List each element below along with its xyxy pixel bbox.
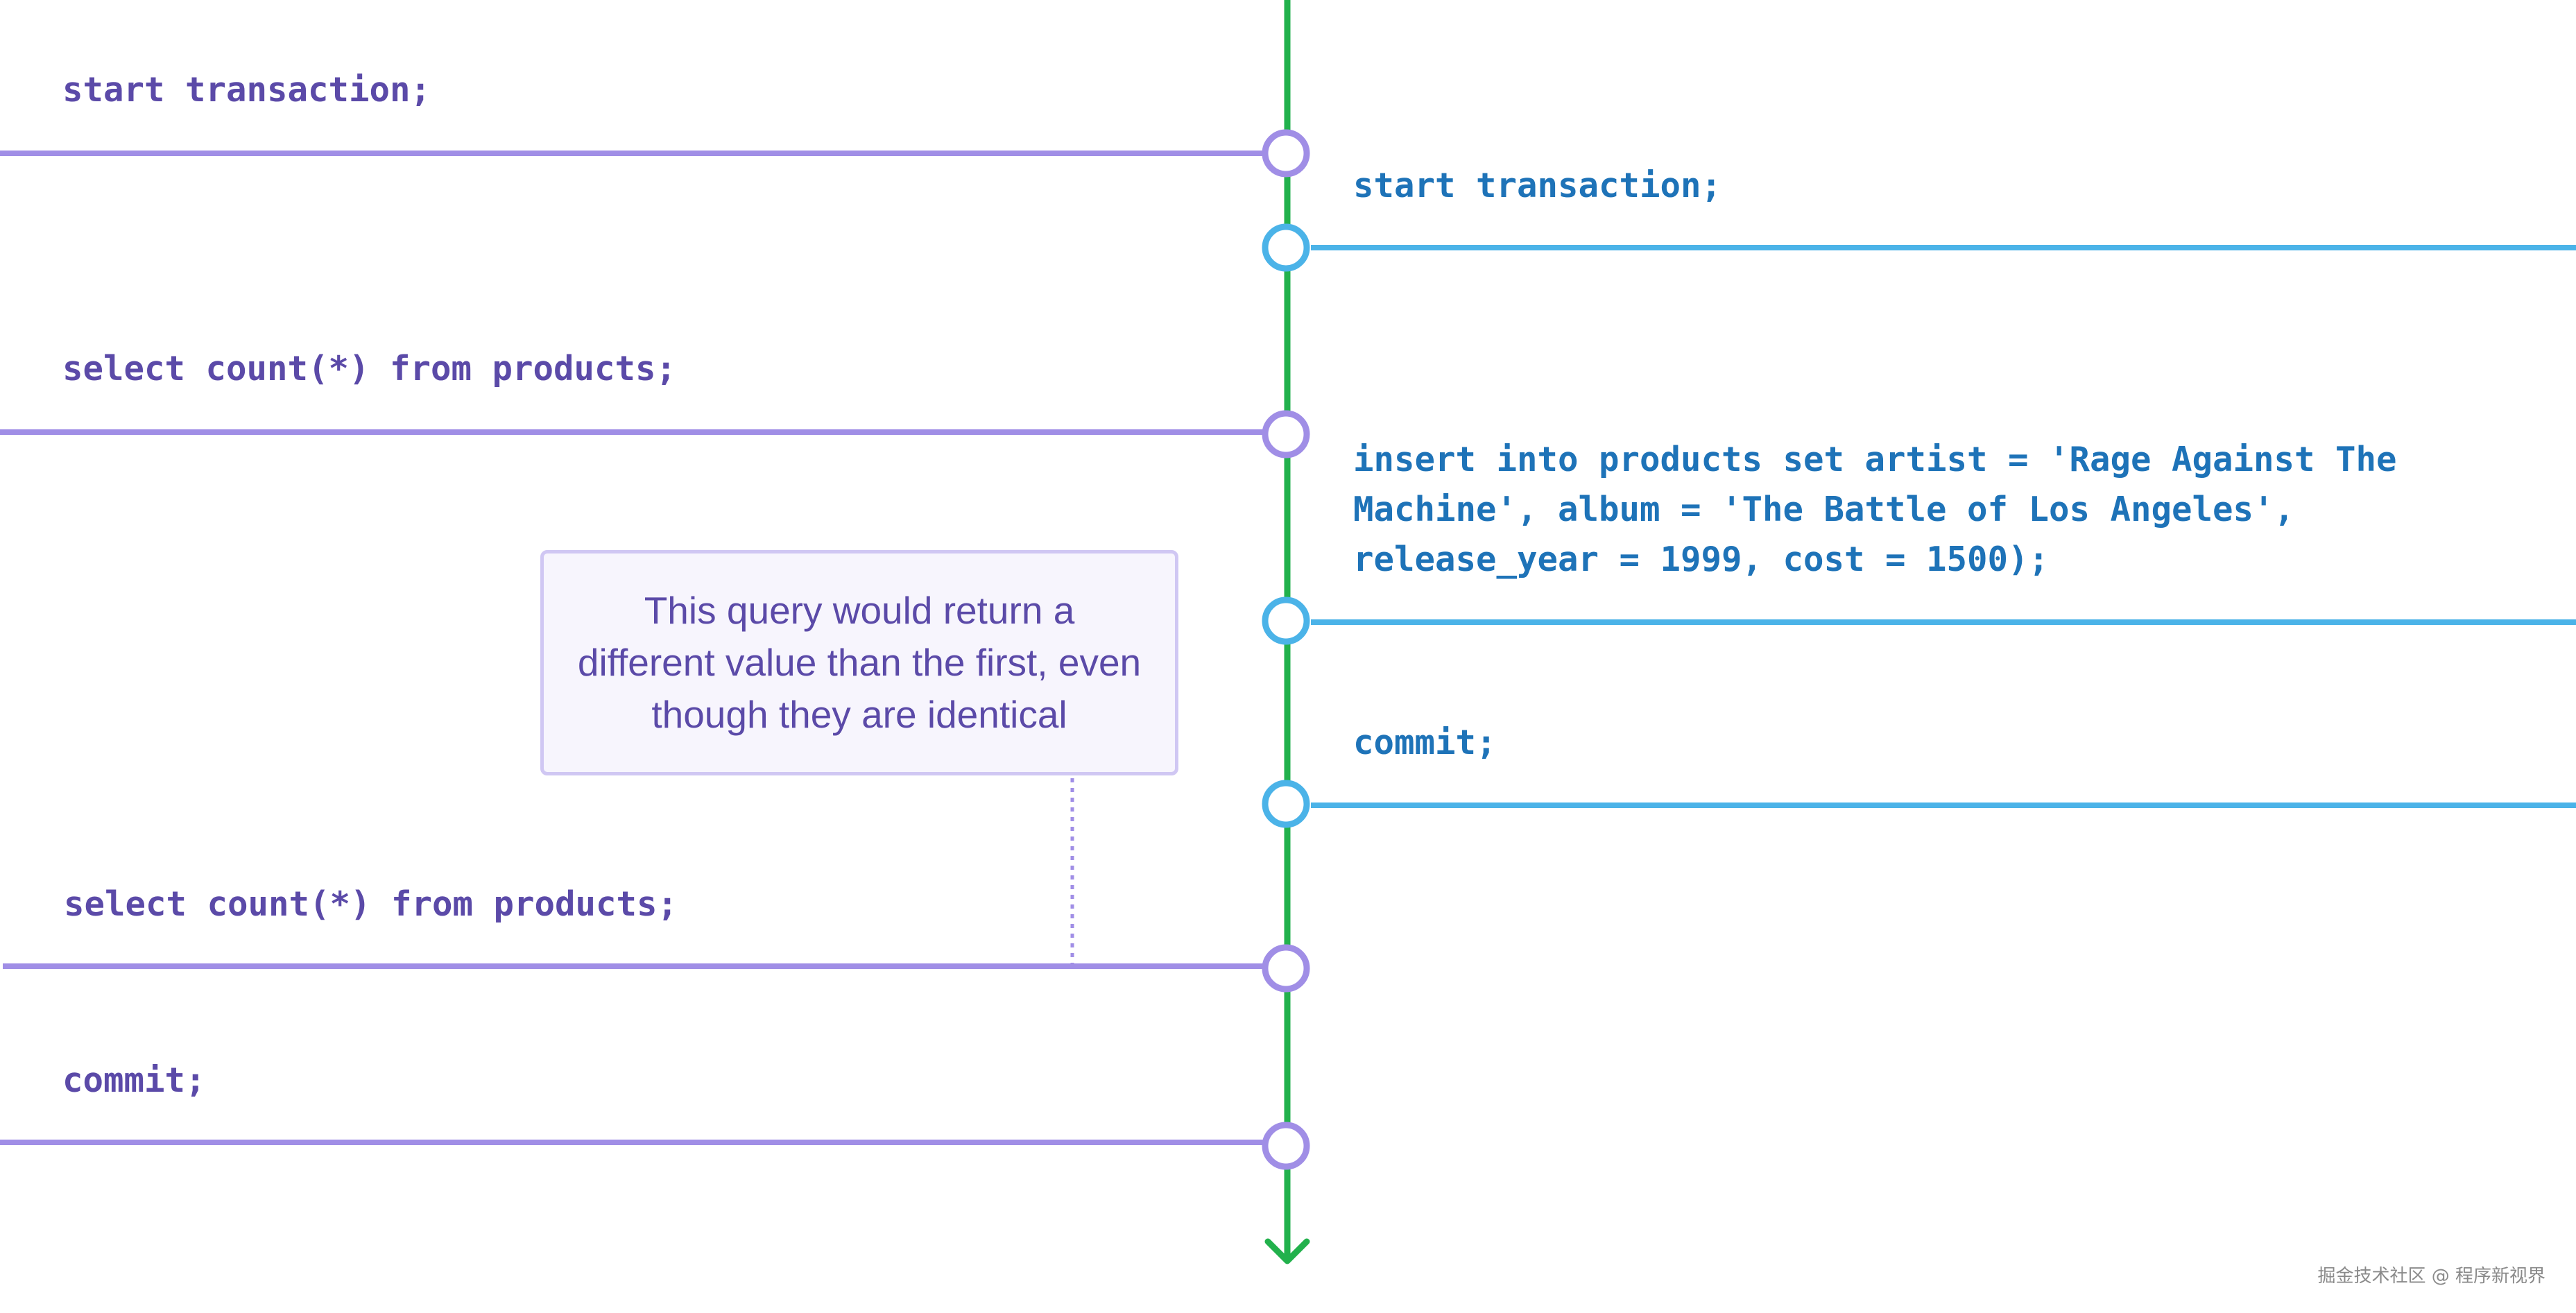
left-step-4-node — [1262, 1122, 1310, 1170]
right-step-2-node — [1262, 597, 1310, 645]
right-step-3-label: commit; — [1353, 723, 1497, 762]
timeline-arrow-icon — [1264, 1238, 1310, 1264]
right-step-3-node — [1262, 780, 1310, 828]
right-step-2-label: insert into products set artist = 'Rage … — [1353, 440, 2397, 579]
left-step-2-node — [1262, 410, 1310, 458]
watermark: 掘金技术社区 @ 程序新视界 — [2317, 1266, 2545, 1287]
left-step-2-label: select count(*) from products; — [62, 349, 677, 388]
left-step-4-label: commit; — [62, 1061, 206, 1100]
right-step-1-label: start transaction; — [1353, 166, 1722, 205]
left-step-1-label: start transaction; — [62, 70, 431, 110]
callout-text: This query would return a different valu… — [577, 589, 1142, 736]
left-step-3-label: select count(*) from products; — [64, 884, 678, 924]
left-step-1-node — [1262, 129, 1310, 178]
callout-box: This query would return a different valu… — [540, 550, 1178, 775]
left-step-3-node — [1262, 944, 1310, 993]
right-step-1-node — [1262, 223, 1310, 272]
